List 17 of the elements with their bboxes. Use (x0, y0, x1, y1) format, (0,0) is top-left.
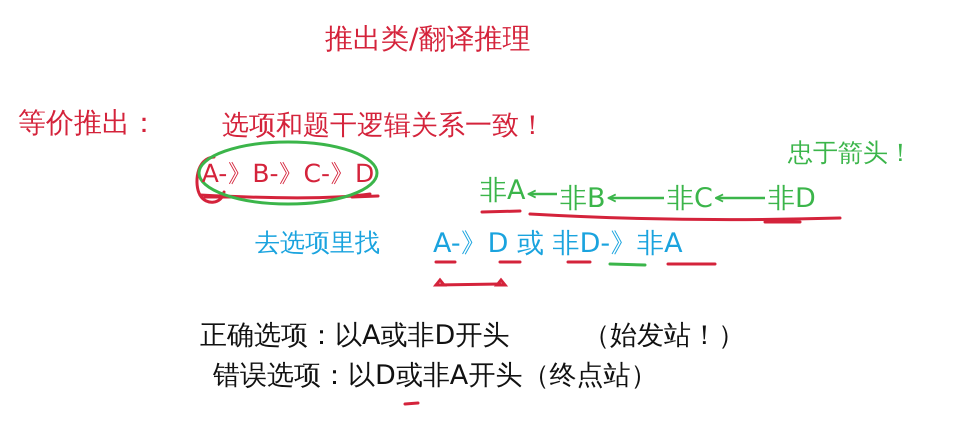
formula-text: A-》D 或 非D-》非A (433, 228, 683, 260)
arrow (528, 190, 557, 198)
ellipse-node: A-》B-》C-》D (197, 140, 379, 206)
term-label: 非C (667, 180, 713, 216)
term-label: 非B (560, 180, 606, 216)
rule-text: 正确选项：以A或非D开头 (200, 320, 510, 352)
note-text: （始发站！） (583, 320, 745, 352)
arrow (714, 194, 765, 202)
rule-text: 错误选项：以D或非A开头（终点站） (213, 360, 658, 392)
term-label: 非D (768, 180, 816, 216)
note-text: 选项和题干逻辑关系一致！ (222, 110, 546, 142)
instruction-text: 去选项里找 (255, 228, 380, 258)
title: 推出类/翻译推理 (325, 22, 530, 56)
term-label: 非A (480, 172, 526, 208)
note-text: 忠于箭头！ (788, 138, 913, 168)
heading-text: 等价推出： (18, 106, 158, 140)
arrow (608, 194, 664, 202)
